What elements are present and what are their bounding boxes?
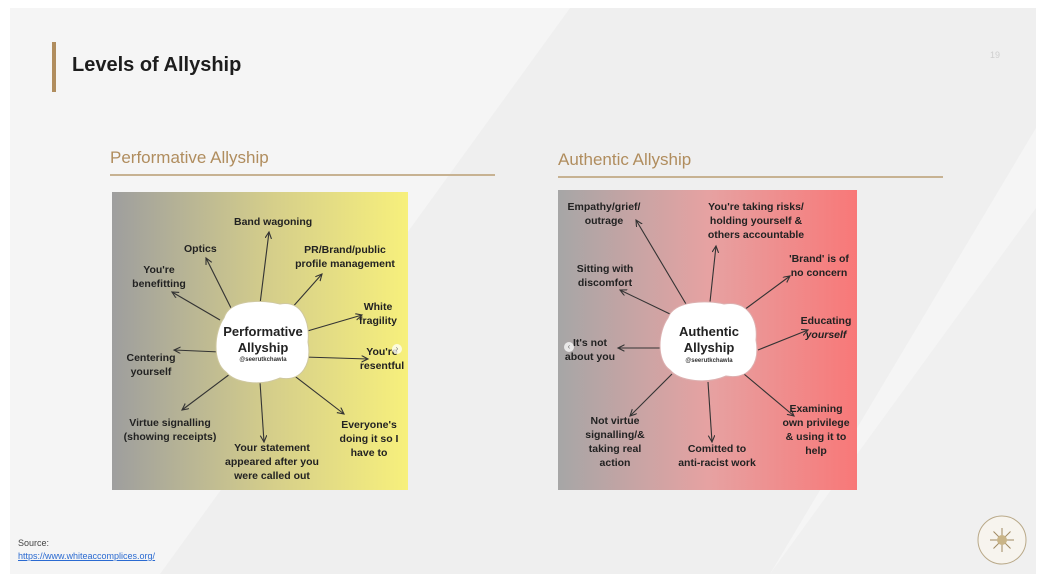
performative-center-line2: Allyship	[237, 340, 289, 355]
authentic-center-line1: Authentic	[679, 324, 739, 339]
auth-label-empathy-line2: outrage	[584, 215, 624, 227]
perf-label-your-statement-line2: appeared after you	[225, 456, 319, 468]
auth-label-educating-line2: yourself	[805, 329, 847, 341]
auth-label-not-about-you: It's not about you	[562, 336, 618, 364]
perf-label-pr-brand-line1: PR/Brand/public	[304, 244, 386, 256]
perf-label-benefitting-line2: benefitting	[132, 278, 186, 290]
performative-center-title: Performative Allyship	[216, 324, 310, 356]
authentic-handle: @seerutkchawla	[685, 358, 733, 364]
perf-label-band-wagoning: Band wagoning	[234, 216, 313, 228]
talent-engagement-logo-icon	[977, 515, 1027, 565]
auth-label-sitting-with-line1: Sitting with	[576, 263, 634, 275]
perf-label-resentful-line1: You're	[366, 346, 398, 358]
perf-label-white-fragility-line2: fragility	[359, 315, 397, 327]
performative-underline	[110, 174, 495, 176]
auth-label-examining-line2: own privilege	[782, 417, 850, 429]
auth-label-not-about-you-line2: about you	[564, 351, 616, 363]
carousel-next-icon[interactable]: ›	[392, 344, 402, 354]
perf-label-virtue-signalling-line1: Virtue signalling	[129, 417, 211, 429]
authentic-diagram: Authentic Allyship @seerutkchawla Empath…	[558, 190, 857, 490]
authentic-underline	[558, 176, 943, 178]
slide: Levels of Allyship 19 Performative Allys…	[10, 8, 1036, 574]
auth-label-empathy: Empathy/grief/ outrage	[562, 200, 646, 228]
auth-label-committed-line1: Comitted to	[687, 443, 747, 455]
auth-label-educating: Educating yourself	[796, 314, 856, 342]
auth-label-brand-line1: 'Brand' is of	[789, 253, 849, 265]
perf-label-everyones: Everyone's doing it so I have to	[334, 418, 404, 460]
auth-label-taking-risks-line1: You're taking risks/	[708, 201, 804, 213]
perf-label-centering-line1: Centering	[126, 352, 176, 364]
source-label: Source:	[18, 538, 50, 548]
auth-label-not-virtue-line2: signalling/&	[585, 429, 645, 441]
performative-handle: @seerutkchawla	[239, 357, 287, 363]
carousel-prev-icon[interactable]: ‹	[564, 342, 574, 352]
perf-label-your-statement-line3: were called out	[234, 470, 310, 482]
performative-diagram-graphic	[112, 192, 408, 490]
auth-label-not-virtue-line1: Not virtue	[590, 415, 640, 427]
auth-label-examining: Examining own privilege & using it to he…	[776, 402, 856, 458]
perf-label-your-statement-line1: Your statement	[234, 442, 310, 454]
perf-label-resentful: You're resentful	[356, 345, 408, 373]
perf-label-everyones-line3: have to	[350, 447, 388, 459]
performative-diagram: Performative Allyship @seerutkchawla Ban…	[112, 192, 408, 490]
page-number: 19	[990, 50, 1001, 60]
perf-label-virtue-signalling: Virtue signalling (showing receipts)	[116, 416, 224, 444]
perf-label-everyones-line2: doing it so I	[339, 433, 399, 445]
perf-label-everyones-line1: Everyone's	[341, 419, 397, 431]
slide-title: Levels of Allyship	[72, 54, 242, 76]
performative-heading: Performative Allyship	[110, 148, 269, 167]
source-link[interactable]: https://www.whiteaccomplices.org/	[18, 551, 156, 561]
auth-label-committed: Comitted to anti-racist work	[670, 442, 764, 470]
auth-label-brand: 'Brand' is of no concern	[782, 252, 856, 280]
auth-label-taking-risks-line3: others accountable	[707, 229, 805, 241]
perf-label-benefitting: You're benefitting	[124, 263, 194, 291]
perf-label-white-fragility: White fragility	[354, 300, 402, 328]
perf-label-centering-line2: yourself	[130, 366, 172, 378]
title-accent-bar	[52, 42, 56, 92]
auth-label-taking-risks-line2: holding yourself &	[709, 215, 803, 227]
authentic-center-title: Authentic Allyship	[662, 324, 756, 356]
perf-label-your-statement: Your statement appeared after you were c…	[220, 441, 324, 483]
auth-label-committed-line2: anti-racist work	[678, 457, 756, 469]
auth-label-sitting-with-line2: discomfort	[577, 277, 633, 289]
auth-label-not-virtue: Not virtue signalling/& taking real acti…	[578, 414, 652, 470]
auth-label-not-about-you-line1: It's not	[573, 337, 607, 349]
auth-label-not-virtue-line4: action	[599, 457, 631, 469]
authentic-center-line2: Allyship	[683, 340, 735, 355]
perf-label-white-fragility-line1: White	[363, 301, 393, 313]
perf-label-pr-brand: PR/Brand/public profile management	[284, 243, 406, 271]
perf-label-resentful-line2: resentful	[359, 360, 405, 372]
authentic-diagram-graphic	[558, 190, 857, 490]
performative-center-line1: Performative	[223, 324, 303, 339]
perf-label-optics: Optics	[184, 243, 217, 255]
perf-label-pr-brand-line2: profile management	[295, 258, 395, 270]
perf-label-benefitting-line1: You're	[143, 264, 175, 276]
auth-label-empathy-line1: Empathy/grief/	[567, 201, 641, 213]
auth-label-not-virtue-line3: taking real	[588, 443, 642, 455]
auth-label-examining-line1: Examining	[789, 403, 843, 415]
auth-label-sitting-with: Sitting with discomfort	[568, 262, 642, 290]
auth-label-educating-line1: Educating	[800, 315, 852, 327]
perf-label-virtue-signalling-line2: (showing receipts)	[123, 431, 217, 443]
auth-label-examining-line4: help	[805, 445, 827, 457]
auth-label-brand-line2: no concern	[790, 267, 848, 279]
auth-label-taking-risks: You're taking risks/ holding yourself & …	[694, 200, 818, 242]
authentic-heading: Authentic Allyship	[558, 150, 692, 169]
auth-label-examining-line3: & using it to	[785, 431, 847, 443]
perf-label-centering: Centering yourself	[118, 351, 184, 379]
